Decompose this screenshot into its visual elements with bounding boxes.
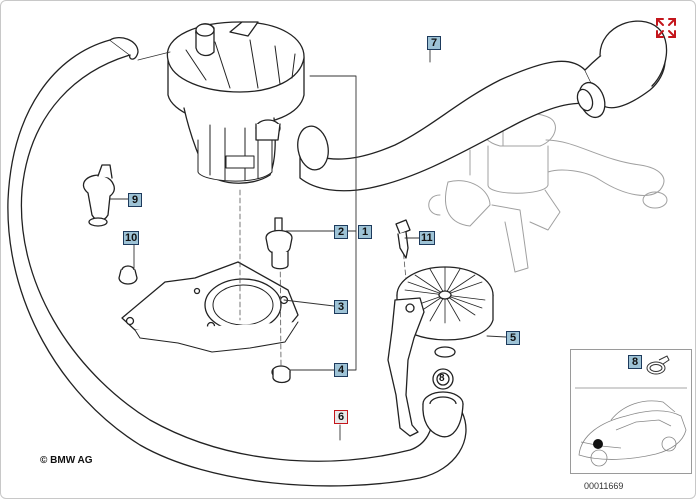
car-location-illustration — [575, 355, 687, 467]
rubber-mount — [265, 217, 293, 270]
clip-11 — [395, 219, 411, 259]
location-marker — [593, 439, 603, 449]
hose-connector — [422, 391, 464, 438]
callout-11[interactable]: 11 — [419, 231, 435, 245]
callout-1[interactable]: 1 — [358, 225, 372, 239]
clamp-9 — [82, 164, 115, 227]
callout-5[interactable]: 5 — [506, 331, 520, 345]
callout-2[interactable]: 2 — [334, 225, 348, 239]
air-pump — [166, 21, 305, 184]
hose-upper-right — [297, 20, 668, 192]
image-number: 00011669 — [584, 481, 624, 491]
air-filter — [387, 266, 494, 437]
copyright-text: © BMW AG — [40, 455, 93, 466]
callout-8-ring[interactable]: 8 — [439, 373, 445, 384]
nut — [271, 365, 291, 384]
ring-8 — [432, 368, 454, 390]
callout-9[interactable]: 9 — [128, 193, 142, 207]
callout-3[interactable]: 3 — [334, 300, 348, 314]
expand-icon[interactable] — [654, 16, 678, 40]
location-inset: 8 — [570, 349, 692, 474]
callout-7[interactable]: 7 — [427, 36, 441, 50]
callout-4[interactable]: 4 — [334, 363, 348, 377]
callout-8-inset[interactable]: 8 — [628, 355, 642, 369]
grommet-10 — [118, 265, 138, 285]
callout-6-highlighted[interactable]: 6 — [334, 410, 348, 424]
callout-10[interactable]: 10 — [123, 231, 140, 245]
bracket — [121, 261, 299, 353]
